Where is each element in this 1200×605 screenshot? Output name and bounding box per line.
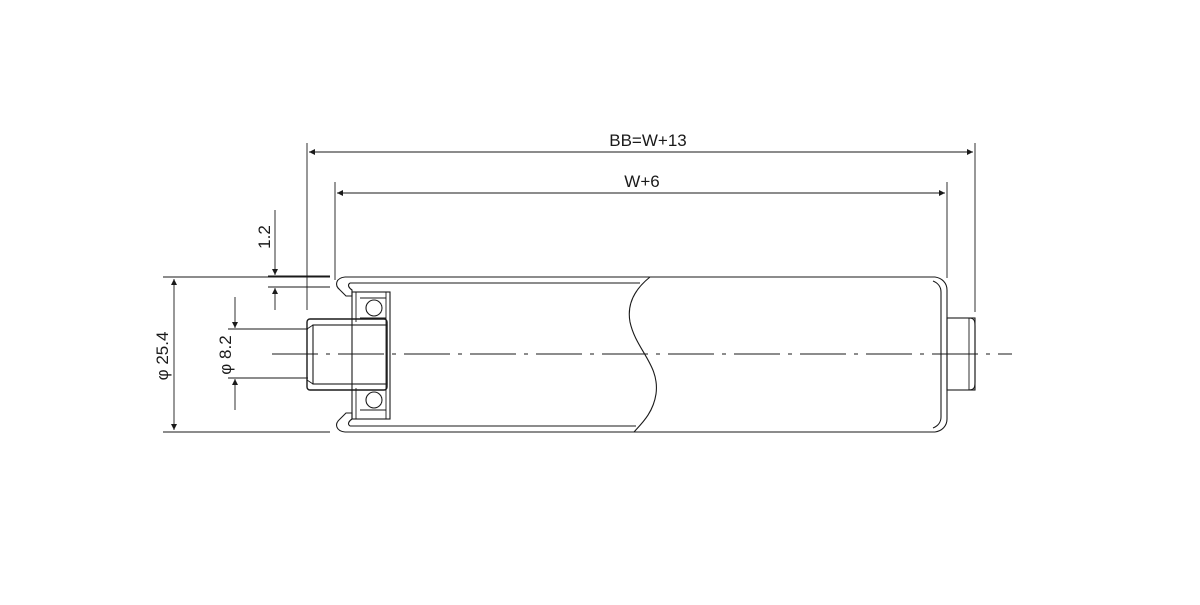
bearing-ball-bottom [365, 391, 383, 409]
label-overall-length: BB=W+13 [609, 131, 687, 150]
shaft-chamfer-bottom [306, 379, 314, 385]
tube-curl-bottom [336, 412, 353, 433]
dimension-tube-diameter: φ 25.4 [153, 276, 330, 433]
label-tube-length: W+6 [624, 172, 659, 191]
bearing-ball-top [365, 299, 383, 317]
roller-tube [336, 276, 948, 433]
dimension-tube-length: W+6 [334, 172, 948, 280]
label-shaft-diameter: φ 8.2 [216, 335, 235, 374]
shaft-right-cap [968, 317, 976, 391]
label-wall-gap: 1.2 [255, 225, 274, 249]
shaft-inner [312, 324, 388, 385]
shaft-chamfer-top [306, 324, 314, 330]
label-tube-diameter: φ 25.4 [153, 332, 172, 381]
break-line [628, 276, 657, 433]
dimension-wall-gap: 1.2 [255, 210, 330, 310]
tube-end-right-inner [932, 280, 942, 429]
bearing-housing [351, 291, 391, 420]
dimension-overall-length: BB=W+13 [306, 131, 976, 312]
bearing-assembly-left [306, 291, 391, 420]
tube-curl-top [336, 276, 353, 297]
shaft-end-right [946, 317, 976, 391]
dimension-shaft-diameter: φ 8.2 [216, 297, 308, 410]
